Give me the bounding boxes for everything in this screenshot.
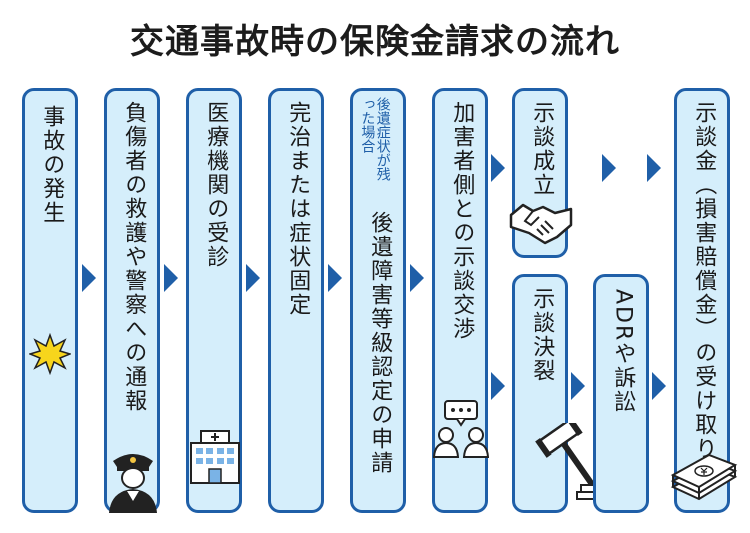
money-stack-icon (670, 453, 738, 501)
arrow-7a-2 (647, 154, 661, 182)
step-negotiation-label: 加害者側との示談交渉 (449, 101, 475, 341)
step-rescue-report: 負傷者の救護や警察への通報 (104, 88, 160, 513)
step-cure-fixed: 完治または症状固定 (268, 88, 324, 513)
hospital-icon (190, 430, 240, 484)
arrow-5 (410, 264, 424, 292)
step-breakdown: 示談決裂 (512, 274, 609, 513)
step-rescue-report-label: 負傷者の救護や警察への通報 (121, 101, 147, 413)
arrow-6b (491, 372, 505, 400)
arrow-4 (328, 264, 342, 292)
step-medical: 医療機関の受診 (186, 88, 242, 513)
step-receive-payment: 示談金（損害賠償金）の受け取り (670, 88, 738, 513)
arrow-6a (491, 154, 505, 182)
step-settlement: 示談成立 (509, 88, 573, 258)
arrow-3 (246, 264, 260, 292)
arrow-7a-1 (602, 154, 616, 182)
step-cure-fixed-label: 完治または症状固定 (285, 101, 311, 317)
step-disability-note: 後遺症状が残った場合 (359, 97, 391, 181)
step-accident: 事故の発生 (22, 88, 78, 513)
police-officer-icon (109, 454, 157, 513)
step-accident-label: 事故の発生 (39, 105, 65, 225)
page-title: 交通事故時の保険金請求の流れ (130, 22, 620, 62)
explosion-icon (29, 333, 71, 375)
step-negotiation: 加害者側との示談交渉 (432, 88, 489, 513)
arrow-2 (164, 264, 178, 292)
handshake-icon (509, 203, 573, 245)
arrow-8b (652, 372, 666, 400)
step-adr-lawsuit: ADRや訴訟 (593, 274, 649, 513)
arrow-1 (82, 264, 96, 292)
chat-people-icon (433, 400, 489, 458)
step-medical-label: 医療機関の受診 (203, 101, 229, 269)
step-adr-lawsuit-label: ADRや訴訟 (610, 289, 636, 415)
arrow-7b (571, 372, 585, 400)
step-disability-cert-label: 後遺障害等級認定の申請 (367, 211, 393, 475)
step-receive-payment-label: 示談金（損害賠償金）の受け取り (691, 101, 717, 461)
step-breakdown-label: 示談決裂 (529, 287, 555, 383)
step-disability-cert: 後遺症状が残った場合 後遺障害等級認定の申請 (350, 88, 406, 513)
step-settlement-label: 示談成立 (529, 101, 555, 197)
